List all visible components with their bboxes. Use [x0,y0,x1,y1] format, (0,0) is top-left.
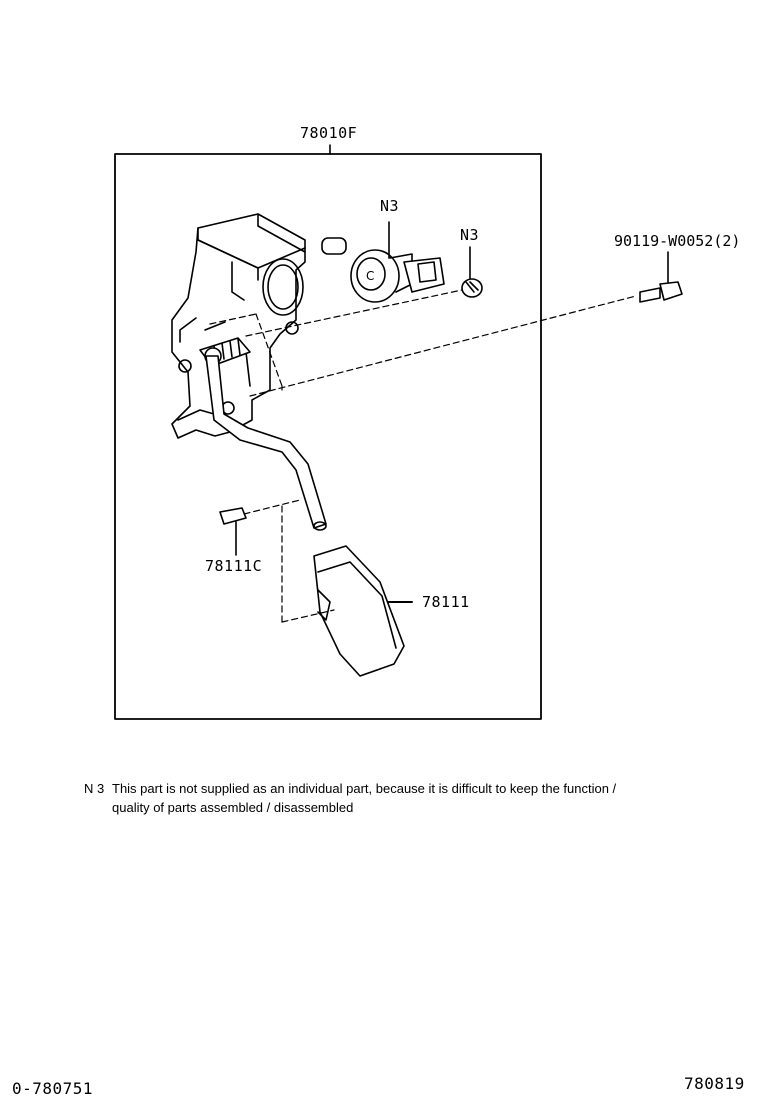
pedal-bracket [171,213,306,439]
dashed-guides [209,289,637,623]
note-code: N 3 [84,781,105,796]
footer-left-code: 0-780751 [12,1079,94,1098]
sensor-part: C [321,221,445,303]
pedal-arm [205,355,327,531]
label-clip-n3: N3 [460,226,480,244]
label-pin: 78111C [205,557,263,575]
footer-right-code: 780819 [684,1074,745,1093]
svg-text:C: C [366,269,374,283]
pin-part [219,507,247,556]
pedal-pad [313,545,413,677]
note-line-1: This part is not supplied as an individu… [112,781,617,796]
clip-part [461,246,483,298]
label-assembly: 78010F [300,124,358,142]
label-sensor-n3: N3 [380,197,400,215]
assembly-frame [114,153,542,720]
label-pad: 78111 [422,593,470,611]
note-line-2: quality of parts assembled / disassemble… [112,800,354,815]
label-bolt: 90119-W0052(2) [614,232,741,250]
bolt-part [639,251,683,303]
